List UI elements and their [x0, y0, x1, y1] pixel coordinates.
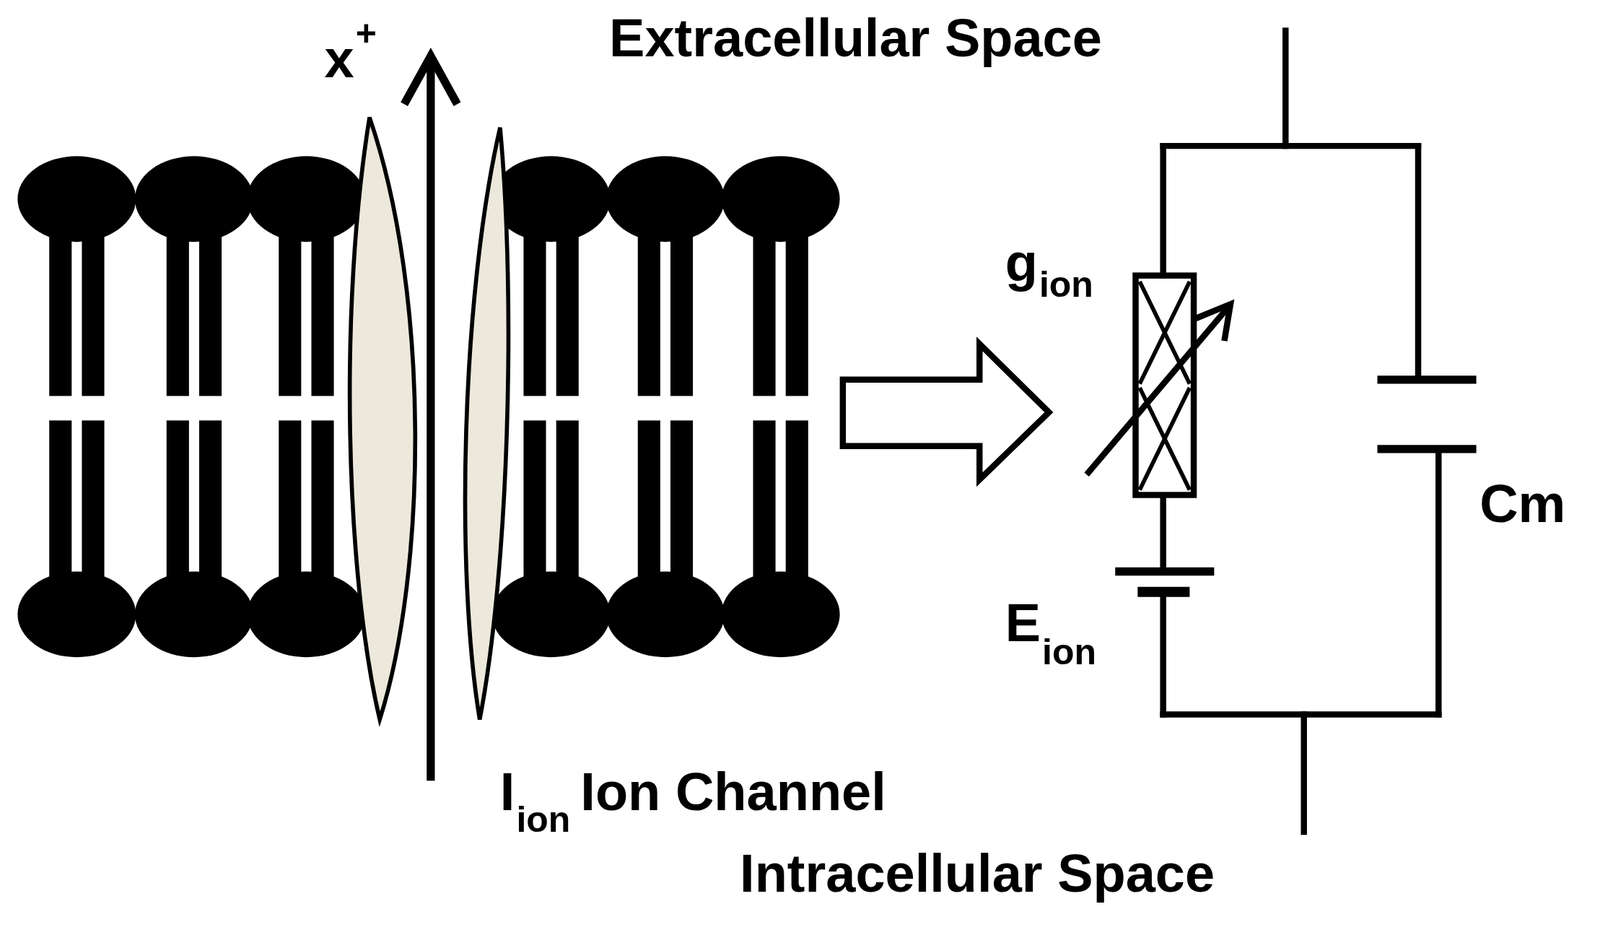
lipid-head	[492, 155, 611, 242]
lipid-head	[17, 571, 136, 658]
lipid-tail	[278, 420, 301, 597]
current-label: I	[500, 764, 516, 819]
arrow-head	[404, 56, 457, 104]
lipid-tail	[785, 219, 809, 397]
lipid-tail	[49, 420, 72, 597]
lipid-tail	[637, 420, 661, 597]
circuit-wires	[1163, 30, 1440, 832]
lipid-tail	[670, 420, 693, 597]
capacitor-symbol	[1376, 379, 1476, 449]
lipid-tail	[637, 219, 661, 397]
lipid-tail	[556, 219, 579, 397]
ion-flow-arrow	[426, 61, 435, 781]
lipid-tail	[785, 420, 809, 597]
lipid-head	[606, 155, 725, 242]
lipid-tail	[49, 219, 72, 397]
lipid-tail	[523, 219, 546, 397]
lipid-tail	[311, 420, 334, 597]
capacitance-label: Cm	[1479, 477, 1566, 531]
lipid-head	[134, 155, 254, 242]
lipid-head	[134, 571, 254, 658]
lipid-head	[721, 571, 841, 658]
region-label: Intracellular Space	[739, 846, 1215, 900]
lipid-tail	[752, 420, 776, 597]
lipid-head	[492, 571, 611, 658]
lipid-head	[246, 571, 366, 658]
lipid-tail	[199, 420, 222, 597]
battery-symbol	[1115, 571, 1214, 592]
subscript: ion	[1039, 266, 1094, 303]
lipid-tail	[278, 219, 301, 397]
channel-label: Ion Channel	[580, 764, 886, 819]
resistor-symbol	[1086, 275, 1231, 496]
channel-protein	[350, 117, 416, 720]
lipid-tail	[311, 219, 334, 397]
subscript: ion	[1042, 633, 1097, 670]
lipid-head	[606, 571, 725, 658]
block-arrow	[842, 343, 1050, 480]
lipid-tail	[81, 219, 104, 397]
subscript: ion	[516, 801, 571, 838]
lipid-head	[17, 155, 136, 242]
lipid-tail	[81, 420, 104, 597]
lipid-tail	[670, 219, 693, 397]
region-label: Extracellular Space	[609, 11, 1103, 65]
conductance-label: g	[1005, 235, 1038, 290]
ion-symbol: x	[324, 32, 355, 86]
lipid-head	[721, 155, 841, 242]
lipid-tail	[199, 219, 222, 397]
lipid-tail	[752, 219, 776, 397]
reversal-potential-label: E	[1005, 596, 1041, 650]
lipid-tail	[166, 219, 190, 397]
channel-protein	[465, 127, 509, 720]
lipid-tail	[523, 420, 546, 597]
lipid-head	[246, 155, 366, 242]
charge-superscript: +	[355, 15, 377, 52]
lipid-tail	[166, 420, 190, 597]
lipid-tail	[556, 420, 579, 597]
